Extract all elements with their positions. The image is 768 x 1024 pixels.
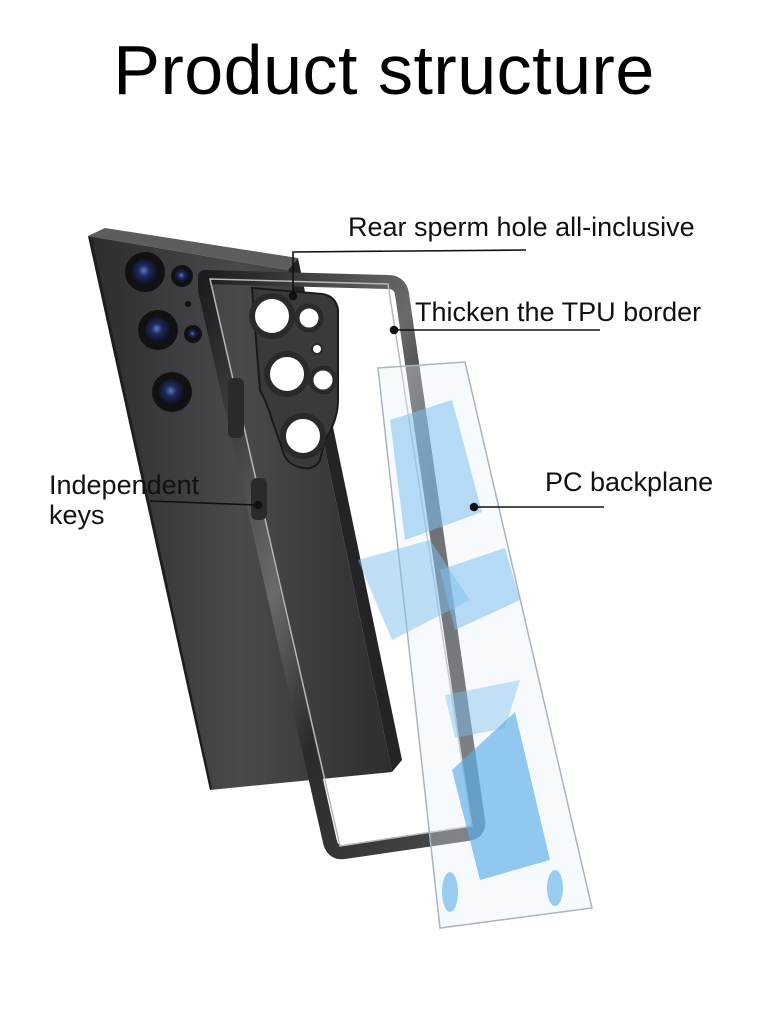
callout-keys-line1: Independent <box>49 470 200 500</box>
pc-backplate-illustration <box>358 361 593 929</box>
tpu-frame-illustration <box>198 270 486 860</box>
callout-lines <box>149 249 604 512</box>
callout-tpu-border: Thicken the TPU border <box>415 297 702 327</box>
callout-independent-keys: Independent keys <box>49 470 239 530</box>
callout-rear-hole: Rear sperm hole all-inclusive <box>348 212 695 242</box>
callout-keys-line2: keys <box>49 500 105 530</box>
callout-pc-backplane: PC backplane <box>545 467 714 497</box>
page-title: Product structure <box>113 31 655 109</box>
